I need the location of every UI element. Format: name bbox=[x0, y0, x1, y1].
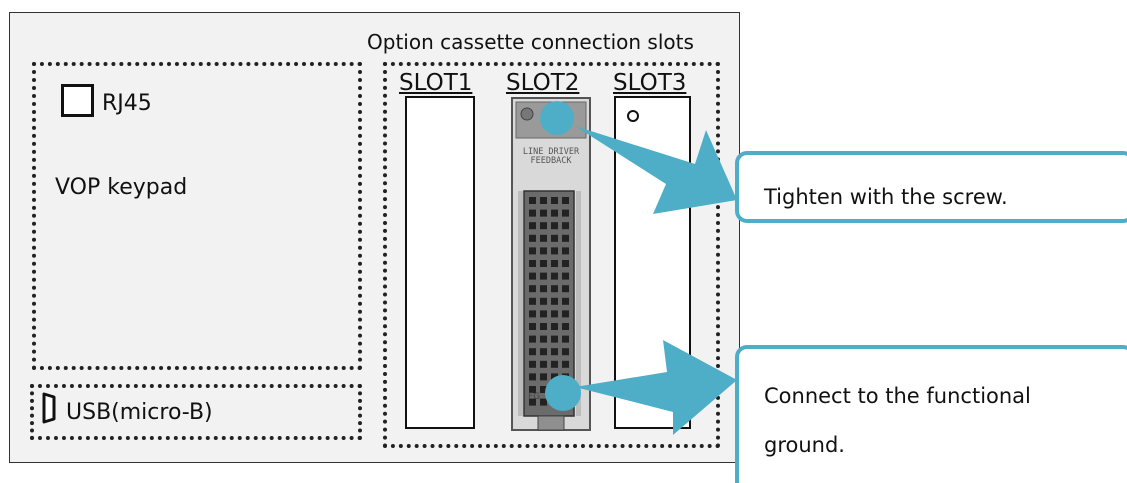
connector-pin bbox=[551, 323, 558, 330]
module-label: LINE DRIVER FEEDBACK bbox=[510, 148, 592, 166]
connector-pin bbox=[551, 285, 558, 293]
connector-pin bbox=[562, 335, 569, 343]
connector-pin bbox=[551, 272, 558, 280]
connector-pin bbox=[551, 297, 558, 305]
connector-pin bbox=[562, 297, 569, 305]
rj45-port-icon bbox=[61, 84, 94, 117]
module-label-line1: LINE DRIVER bbox=[522, 147, 580, 157]
option-slots-title: Option cassette connection slots bbox=[367, 30, 694, 54]
connector-pin bbox=[540, 386, 547, 393]
connector-pin bbox=[540, 222, 547, 230]
connector-pin bbox=[529, 247, 536, 255]
slot3-label: SLOT3 bbox=[613, 70, 687, 96]
connector-pin bbox=[540, 310, 547, 318]
connector-pin bbox=[529, 386, 536, 393]
connector-pin bbox=[540, 260, 547, 267]
module-label-line2: FEEDBACK bbox=[530, 156, 572, 166]
connector-pin bbox=[551, 373, 558, 381]
screw-point-marker bbox=[540, 101, 574, 135]
callout-tighten-screw: Tighten with the screw. bbox=[735, 151, 1127, 223]
connector-pin bbox=[562, 222, 569, 230]
connector-pin bbox=[540, 247, 547, 255]
connector-pin bbox=[540, 323, 547, 330]
callout-ground-line2: ground. bbox=[764, 433, 845, 457]
connector-pin bbox=[551, 360, 558, 368]
callout-ground-line1: Connect to the functional bbox=[764, 384, 1031, 408]
connector-pin bbox=[551, 247, 558, 255]
vop-keypad-area bbox=[32, 62, 362, 370]
connector-pin bbox=[540, 272, 547, 280]
connector-pin bbox=[529, 323, 536, 330]
connector-pin bbox=[551, 260, 558, 267]
connector-pin bbox=[529, 335, 536, 343]
connector-pin bbox=[540, 348, 547, 356]
connector-pin bbox=[562, 272, 569, 280]
connector-pin bbox=[540, 197, 547, 204]
connector-pin bbox=[529, 310, 536, 318]
connector-pin bbox=[529, 398, 536, 406]
connector-pin bbox=[540, 297, 547, 305]
module-fg-label: FG bbox=[528, 392, 541, 402]
connector-pin bbox=[540, 360, 547, 368]
connector-pin bbox=[551, 222, 558, 230]
connector-pin bbox=[529, 373, 536, 381]
connector-pin bbox=[551, 197, 558, 204]
connector-pin bbox=[562, 260, 569, 267]
connector-pin bbox=[562, 348, 569, 356]
connector-pin bbox=[529, 197, 536, 204]
connector-pin bbox=[529, 234, 536, 242]
screw-arrow bbox=[540, 101, 737, 214]
usb-port-icon bbox=[42, 392, 56, 424]
connector-pin bbox=[562, 285, 569, 293]
connector-pin bbox=[551, 310, 558, 318]
slot1-label: SLOT1 bbox=[399, 70, 473, 96]
slot2-label: SLOT2 bbox=[506, 70, 580, 96]
ground-point-marker bbox=[545, 375, 581, 411]
connector-pin bbox=[562, 209, 569, 217]
slot3-screw-hole bbox=[627, 110, 639, 122]
connector-pin bbox=[551, 335, 558, 343]
connector-pin bbox=[540, 373, 547, 381]
callout-functional-ground: Connect to the functional ground. bbox=[735, 345, 1127, 483]
connector-pin bbox=[540, 209, 547, 217]
connector-pin bbox=[551, 234, 558, 242]
connector-pin bbox=[562, 247, 569, 255]
line-driver-feedback-cassette bbox=[511, 97, 591, 431]
connector-pin bbox=[529, 297, 536, 305]
option-slots-area bbox=[383, 62, 720, 448]
connector-pin bbox=[562, 234, 569, 242]
connector-pin bbox=[529, 222, 536, 230]
connector-pin bbox=[551, 348, 558, 356]
connector-pin bbox=[562, 197, 569, 204]
connector-pin bbox=[562, 310, 569, 318]
connector-pin bbox=[540, 234, 547, 242]
vop-keypad-label: VOP keypad bbox=[55, 175, 188, 200]
usb-area bbox=[30, 384, 362, 440]
callout-tighten-text: Tighten with the screw. bbox=[764, 185, 1008, 209]
usb-label: USB(micro-B) bbox=[66, 400, 213, 425]
connector-pin bbox=[540, 398, 547, 406]
connector-pin bbox=[529, 260, 536, 267]
connector-pin bbox=[529, 209, 536, 217]
connector-pin bbox=[540, 335, 547, 343]
connector-pin bbox=[551, 209, 558, 217]
connector-pin bbox=[562, 323, 569, 330]
slot1-empty bbox=[405, 96, 475, 429]
connector-pin bbox=[562, 360, 569, 368]
rj45-label: RJ45 bbox=[102, 91, 152, 116]
connector-pin bbox=[529, 285, 536, 293]
connector-pin bbox=[529, 272, 536, 280]
ground-arrow bbox=[545, 340, 737, 435]
connector-pin bbox=[529, 360, 536, 368]
connector-pin bbox=[540, 285, 547, 293]
connector-pin bbox=[529, 348, 536, 356]
